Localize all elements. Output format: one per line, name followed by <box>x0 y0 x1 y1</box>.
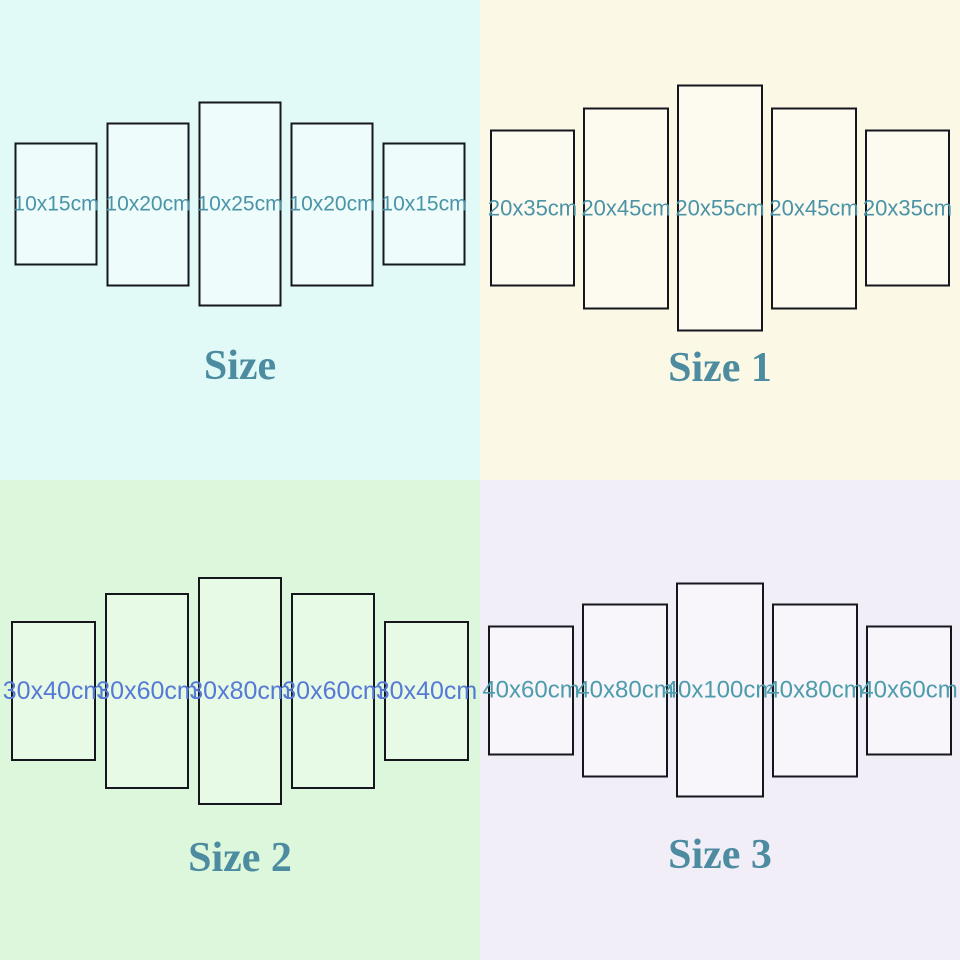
panel-row: 30x40cm 30x60cm 30x80cm 30x60cm 30x40cm <box>3 577 477 805</box>
canvas-panel: 30x60cm <box>96 593 198 789</box>
canvas-panel: 10x15cm <box>381 142 467 266</box>
panel-size-label: 20x35cm <box>862 195 953 220</box>
panel-size-label: 10x25cm <box>197 192 283 216</box>
canvas-panel: 10x20cm <box>105 122 191 286</box>
canvas-panel: 30x40cm <box>376 621 477 761</box>
quadrant-size-3: 40x60cm 40x80cm 40x100cm 40x80cm 40x60cm… <box>480 480 960 960</box>
quadrant-size-2: 30x40cm 30x60cm 30x80cm 30x60cm 30x40cm … <box>0 480 480 960</box>
size-title: Size <box>203 343 277 389</box>
canvas-panel: 10x25cm <box>197 101 283 307</box>
panel-size-label: 10x20cm <box>289 192 375 216</box>
size-title: Size 3 <box>668 832 772 878</box>
panel-size-label: 30x60cm <box>282 676 384 705</box>
panel-size-label: 10x15cm <box>13 192 99 216</box>
panel-size-label: 30x40cm <box>375 676 478 705</box>
quadrant-size: 10x15cm 10x20cm 10x25cm 10x20cm 10x15cm … <box>0 0 480 480</box>
panel-row: 40x60cm 40x80cm 40x100cm 40x80cm 40x60cm <box>482 582 958 798</box>
canvas-panel: 40x80cm <box>766 603 864 777</box>
canvas-panel: 30x40cm <box>3 621 104 761</box>
panel-size-label: 30x60cm <box>96 676 198 705</box>
panel-size-label: 40x80cm <box>766 676 864 703</box>
canvas-panel: 40x80cm <box>576 603 674 777</box>
canvas-panel: 10x20cm <box>289 122 375 286</box>
panel-size-label: 40x60cm <box>860 676 958 703</box>
panel-size-label: 30x80cm <box>189 676 291 705</box>
panel-size-label: 10x20cm <box>105 192 191 216</box>
panel-row: 20x35cm 20x45cm 20x55cm 20x45cm 20x35cm <box>487 84 953 332</box>
size-title: Size 2 <box>188 835 292 881</box>
panel-size-label: 40x80cm <box>576 676 674 703</box>
panel-size-label: 30x40cm <box>2 676 105 705</box>
panel-size-label: 10x15cm <box>381 192 467 216</box>
canvas-panel: 30x60cm <box>282 593 384 789</box>
panel-size-label: 20x45cm <box>581 195 671 220</box>
canvas-panel: 20x35cm <box>487 129 578 287</box>
panel-size-label: 20x55cm <box>675 195 765 220</box>
panel-row: 10x15cm 10x20cm 10x25cm 10x20cm 10x15cm <box>13 101 467 307</box>
canvas-panel: 40x100cm <box>665 582 775 798</box>
quadrant-size-1: 20x35cm 20x45cm 20x55cm 20x45cm 20x35cm … <box>480 0 960 480</box>
panel-size-label: 40x60cm <box>482 676 580 703</box>
canvas-panel: 20x45cm <box>581 107 671 309</box>
canvas-panel: 40x60cm <box>482 625 580 755</box>
panel-size-label: 20x45cm <box>769 195 859 220</box>
canvas-panel: 40x60cm <box>860 625 958 755</box>
canvas-panel: 20x55cm <box>675 84 765 332</box>
canvas-panel: 20x45cm <box>769 107 859 309</box>
panel-size-label: 40x100cm <box>664 676 776 703</box>
canvas-panel: 20x35cm <box>862 129 953 287</box>
panel-size-label: 20x35cm <box>487 195 578 220</box>
canvas-panel: 10x15cm <box>13 142 99 266</box>
size-title: Size 1 <box>668 345 772 391</box>
canvas-panel: 30x80cm <box>189 577 291 805</box>
